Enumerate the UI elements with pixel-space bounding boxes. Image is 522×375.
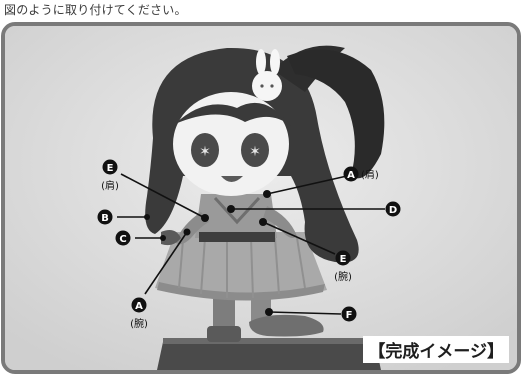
callout-letter: D	[389, 205, 397, 216]
completed-image-caption: 【完成イメージ】	[363, 336, 509, 363]
instruction-text: 図のように取り付けてください。	[4, 3, 187, 17]
callout-letter: C	[119, 234, 126, 245]
rabbit-ornament-icon	[252, 49, 282, 101]
figure-torso	[195, 194, 277, 242]
callout-D: D	[385, 201, 401, 217]
figure-photo: ✶ ✶	[5, 26, 517, 370]
callout-letter: B	[101, 213, 109, 224]
callout-F: F	[341, 306, 357, 322]
svg-text:✶: ✶	[249, 144, 261, 160]
callout-sub-label: (肩)	[361, 168, 379, 181]
callout-C: C	[115, 230, 131, 246]
callout-A-shoulder: A (肩)	[343, 166, 379, 182]
figure-base	[157, 338, 381, 370]
svg-text:✶: ✶	[199, 144, 211, 160]
completed-image-panel: ✶ ✶	[1, 22, 521, 374]
figure-face: ✶ ✶	[173, 92, 291, 196]
callout-sub-label: (腕)	[130, 317, 148, 330]
callout-sub-label: (腕)	[334, 270, 352, 283]
callout-letter: E	[107, 163, 114, 174]
callout-letter: F	[346, 310, 353, 321]
callout-B: B	[97, 209, 113, 225]
callout-sub-label: (肩)	[101, 179, 119, 192]
callout-A-arm: A (腕)	[130, 297, 148, 330]
figure-skirt	[155, 232, 327, 301]
callout-E-shoulder: E (肩)	[101, 159, 119, 192]
callout-letter: A	[347, 170, 355, 181]
callout-endpoints	[144, 190, 273, 316]
callout-leaders	[117, 173, 385, 315]
callout-E-arm: E (腕)	[334, 250, 352, 283]
callout-letter: A	[135, 301, 143, 312]
callout-letter: E	[340, 254, 347, 265]
